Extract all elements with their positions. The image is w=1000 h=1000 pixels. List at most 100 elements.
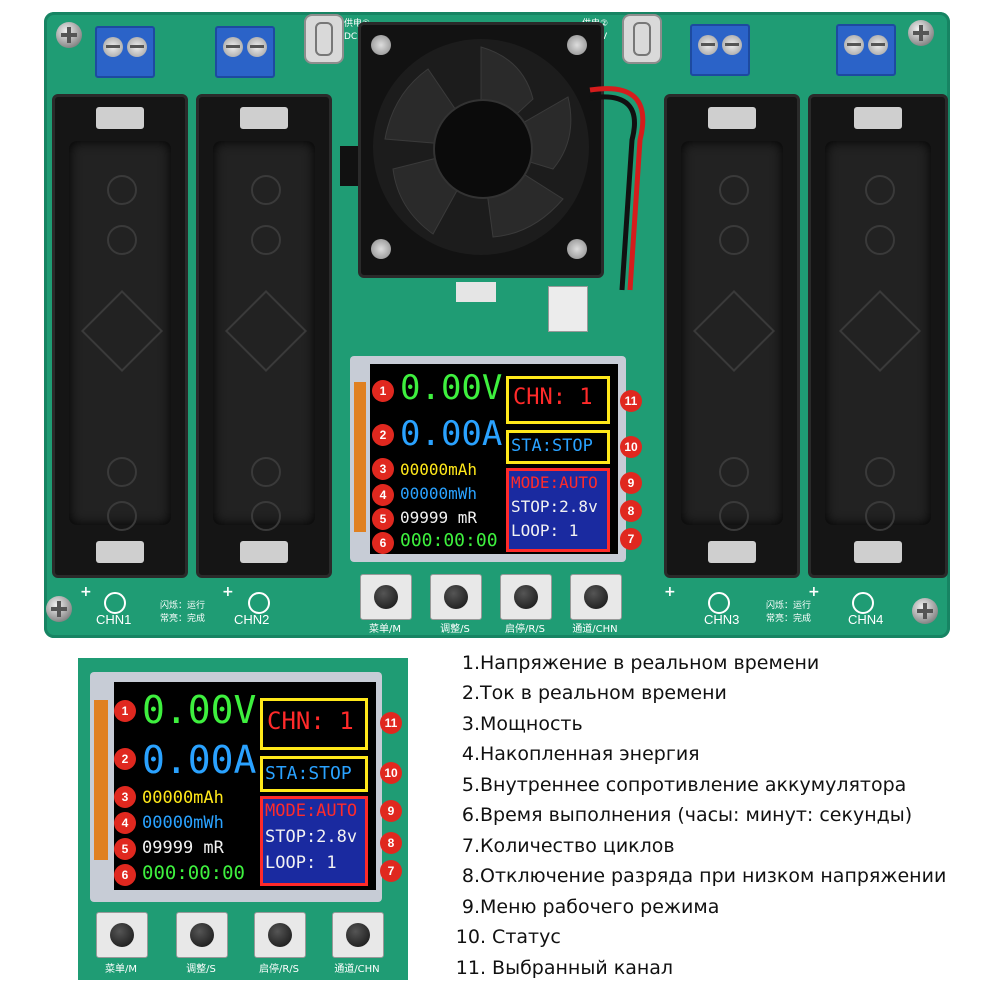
terminal-block-chn2	[215, 26, 275, 78]
led-chn2	[248, 592, 270, 614]
lcd-voltage: 0.00V	[400, 368, 503, 408]
led-chn3	[708, 592, 730, 614]
lcd-energy: 00000mWh	[142, 813, 224, 833]
lcd-resistance: 09999 mR	[142, 838, 224, 858]
lcd-stop: STOP:2.8v	[511, 497, 598, 516]
lcd-status: STA:STOP	[265, 763, 352, 784]
plus-sign: +	[808, 584, 820, 600]
marker-1: 1	[372, 380, 394, 402]
lcd-mode: MODE:AUTO	[511, 473, 598, 492]
marker-11: 11	[620, 390, 642, 412]
button-label: 调整/S	[186, 964, 216, 975]
button-label: 启停/R/S	[504, 624, 546, 635]
start-stop-button[interactable]	[500, 574, 552, 620]
legend-item: 5.Внутреннее сопротивление аккумулятора	[461, 774, 907, 796]
fan-connector	[548, 286, 588, 332]
lcd-ribbon	[94, 700, 108, 860]
lcd-screen-closeup: 0.00V 0.00A 00000mAh 00000mWh 09999 mR 0…	[114, 682, 376, 890]
marker-10: 10	[620, 436, 642, 458]
led-chn4	[852, 592, 874, 614]
battery-holder-chn3	[664, 94, 800, 578]
lcd-ribbon	[354, 382, 366, 532]
legend-item: 6.Время выполнения (часы: минут: секунды…	[461, 804, 913, 826]
adjust-button[interactable]	[176, 912, 228, 958]
status-legend-line: 常亮：完成	[160, 614, 206, 624]
channel-button[interactable]	[570, 574, 622, 620]
marker-9: 9	[380, 800, 402, 822]
marker-6: 6	[114, 864, 136, 886]
marker-2: 2	[114, 748, 136, 770]
lcd-resistance: 09999 mR	[400, 508, 478, 527]
legend-item: 3.Мощность	[461, 713, 583, 735]
channel-label-chn2: CHN2	[234, 612, 270, 627]
lcd-loop: LOOP: 1	[265, 853, 337, 873]
legend-item: 11. Выбранный канал	[455, 957, 674, 979]
marker-5: 5	[114, 838, 136, 860]
lcd-status-box: STA:STOP	[506, 430, 610, 464]
lcd-time: 000:00:00	[400, 530, 498, 551]
menu-button[interactable]	[96, 912, 148, 958]
terminal-block-chn1	[95, 26, 155, 78]
lcd-loop: LOOP: 1	[511, 521, 579, 540]
lcd-capacity: 00000mAh	[142, 788, 224, 808]
status-legend-line: 闪烁：运行	[766, 601, 812, 611]
plus-sign: +	[222, 584, 234, 600]
button-label: 通道/CHN	[334, 964, 380, 975]
lcd-menu-box: MODE:AUTO STOP:2.8v LOOP: 1	[260, 796, 368, 886]
lcd-channel: CHN: 1	[513, 385, 593, 410]
usb-c-port	[622, 14, 662, 64]
marker-11: 11	[380, 712, 402, 734]
button-label: 启停/R/S	[258, 964, 300, 975]
lcd-energy: 00000mWh	[400, 484, 478, 503]
status-legend-line: 闪烁：运行	[160, 601, 206, 611]
marker-10: 10	[380, 762, 402, 784]
battery-holder-chn2	[196, 94, 332, 578]
button-label: 调整/S	[440, 624, 470, 635]
lcd-capacity: 00000mAh	[400, 460, 478, 479]
legend-item: 2.Ток в реальном времени	[461, 682, 727, 704]
lcd-channel-box: CHN: 1	[260, 698, 368, 750]
lcd-voltage: 0.00V	[142, 688, 257, 732]
adjust-button[interactable]	[430, 574, 482, 620]
menu-button[interactable]	[360, 574, 412, 620]
start-stop-button[interactable]	[254, 912, 306, 958]
lcd-channel-box: CHN: 1	[506, 376, 610, 424]
lcd-status-box: STA:STOP	[260, 756, 368, 792]
fan-wires	[589, 86, 646, 291]
lcd-menu-box: MODE:AUTO STOP:2.8v LOOP: 1	[506, 468, 610, 552]
lcd-stop: STOP:2.8v	[265, 827, 358, 847]
marker-1: 1	[114, 700, 136, 722]
usb-c-port	[304, 14, 344, 64]
channel-label-chn1: CHN1	[96, 612, 132, 627]
legend-item: 1.Напряжение в реальном времени	[461, 652, 820, 674]
lcd-current: 0.00A	[142, 738, 257, 782]
sensor-component	[456, 282, 496, 302]
plus-sign: +	[664, 584, 676, 600]
marker-3: 3	[372, 458, 394, 480]
component	[340, 146, 358, 186]
lcd-screen: 0.00V 0.00A 00000mAh 00000mWh 09999 mR 0…	[370, 364, 618, 554]
marker-2: 2	[372, 424, 394, 446]
marker-7: 7	[380, 860, 402, 882]
marker-9: 9	[620, 472, 642, 494]
channel-label-chn4: CHN4	[848, 612, 884, 627]
led-chn1	[104, 592, 126, 614]
marker-6: 6	[372, 532, 394, 554]
marker-4: 4	[114, 812, 136, 834]
marker-3: 3	[114, 786, 136, 808]
marker-7: 7	[620, 528, 642, 550]
channel-label-chn3: CHN3	[704, 612, 740, 627]
channel-button[interactable]	[332, 912, 384, 958]
legend-item: 4.Накопленная энергия	[461, 743, 700, 765]
terminal-block-chn3	[690, 24, 750, 76]
lcd-current: 0.00A	[400, 414, 503, 454]
marker-8: 8	[620, 500, 642, 522]
button-label: 通道/CHN	[572, 624, 618, 635]
screw-icon	[56, 22, 82, 48]
marker-8: 8	[380, 832, 402, 854]
plus-sign: +	[80, 584, 92, 600]
lcd-status: STA:STOP	[511, 436, 593, 456]
screw-icon	[908, 20, 934, 46]
screw-icon	[46, 596, 72, 622]
legend-item: 7.Количество циклов	[461, 835, 675, 857]
